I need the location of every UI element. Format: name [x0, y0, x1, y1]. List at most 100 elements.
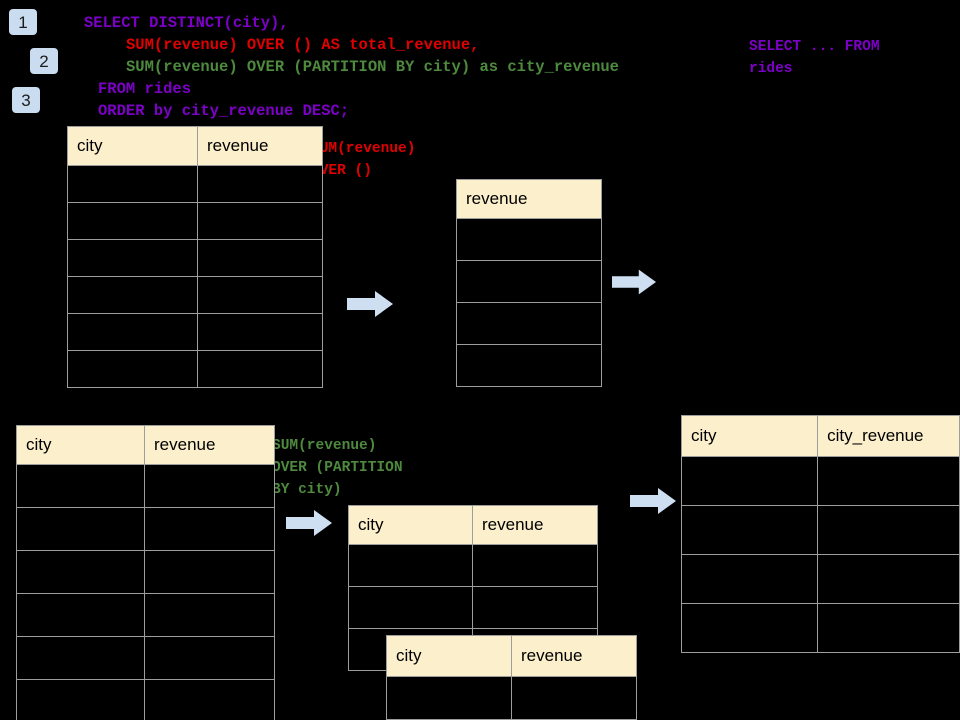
table-cell: [472, 544, 598, 587]
table-cell: [144, 550, 275, 594]
arrow-source-to-total: [347, 290, 393, 318]
sql-line-5: ORDER by city_revenue DESC;: [98, 102, 350, 120]
column-header-city: city: [67, 126, 198, 166]
arrow-icon: [630, 488, 676, 514]
annotation-over-partition-line1: SUM(revenue): [272, 438, 377, 454]
table-cell: [197, 202, 323, 240]
table-cell: [197, 276, 323, 314]
table-cell: [680, 603, 819, 653]
table-row: [67, 350, 323, 388]
table-cell: [472, 586, 598, 629]
table-header-row: revenue: [456, 179, 602, 219]
table-cell: [456, 218, 602, 261]
table-row: [348, 586, 598, 629]
table-cell: [386, 676, 512, 720]
column-header-city: city: [16, 425, 145, 465]
arrow-icon: [347, 291, 393, 317]
column-header-revenue: revenue: [472, 505, 598, 545]
table-cell: [67, 239, 198, 277]
table-cell: [67, 165, 198, 203]
table-row: [456, 218, 602, 261]
column-header-city: city: [348, 505, 473, 545]
step-badge-2: 2: [30, 48, 58, 74]
table-cell: [197, 350, 323, 388]
table-cell: [144, 679, 275, 720]
table-cell: [16, 507, 145, 551]
table-row: [67, 165, 323, 203]
table-row: [16, 679, 275, 720]
table-row: [456, 260, 602, 303]
table-row: [680, 505, 960, 555]
table-cell: [680, 505, 819, 555]
table-row: [680, 554, 960, 604]
table-cell: [16, 593, 145, 637]
table-row: [16, 550, 275, 594]
column-header-revenue: revenue: [144, 425, 275, 465]
table-row: [67, 276, 323, 314]
table-row: [680, 456, 960, 506]
table-row: [456, 302, 602, 345]
table-cell: [197, 165, 323, 203]
table-cell: [817, 505, 960, 555]
arrow-icon: [286, 510, 332, 536]
table-cell: [348, 586, 473, 629]
table-row: [680, 603, 960, 653]
table-cell: [680, 456, 819, 506]
table-cell: [144, 464, 275, 508]
arrow-icon: [612, 269, 656, 295]
table-row: [386, 676, 637, 720]
table-cell: [144, 636, 275, 680]
table-cell: [16, 550, 145, 594]
step-badge-3-label: 3: [21, 90, 31, 110]
table-cell: [144, 507, 275, 551]
annotation-over-empty: SUM(revenue)OVER (): [311, 138, 415, 182]
sql-line-1: SELECT DISTINCT(city),: [84, 14, 289, 32]
column-header-city_revenue: city_revenue: [817, 415, 960, 457]
table-row: [456, 344, 602, 387]
table-row: [16, 636, 275, 680]
step-badge-2-label: 2: [39, 51, 49, 71]
table-cell: [197, 313, 323, 351]
table-cell: [817, 456, 960, 506]
column-header-revenue: revenue: [511, 635, 637, 677]
table-cell: [456, 260, 602, 303]
column-header-revenue: revenue: [456, 179, 602, 219]
table-cell: [511, 676, 637, 720]
column-header-revenue: revenue: [197, 126, 323, 166]
arrow-partition-to-result: [630, 487, 676, 515]
table-cell: [197, 239, 323, 277]
subquery-note-line2: rides: [749, 61, 793, 77]
table-row: [67, 239, 323, 277]
step-badge-1-label: 1: [18, 12, 28, 32]
table-cell: [67, 313, 198, 351]
arrow-total-to-result: [612, 268, 656, 296]
table-cell: [680, 554, 819, 604]
table-cell: [67, 276, 198, 314]
annotation-over-empty-line2: OVER (): [311, 163, 372, 179]
step-badge-1: 1: [9, 9, 37, 35]
sql-query-block: SELECT DISTINCT(city), SUM(revenue) OVER …: [84, 12, 619, 122]
arrow-source-to-partition: [286, 509, 332, 537]
sql-line-3: SUM(revenue) OVER (PARTITION BY city) as…: [126, 58, 619, 76]
total-revenue-table: revenue: [456, 179, 602, 387]
table-cell: [16, 464, 145, 508]
table-row: [16, 593, 275, 637]
table-row: [67, 202, 323, 240]
table-cell: [348, 544, 473, 587]
column-header-city: city: [680, 415, 819, 457]
table-cell: [144, 593, 275, 637]
table-row: [16, 464, 275, 508]
annotation-over-partition-line2: OVER (PARTITION: [272, 460, 403, 476]
table-cell: [456, 302, 602, 345]
